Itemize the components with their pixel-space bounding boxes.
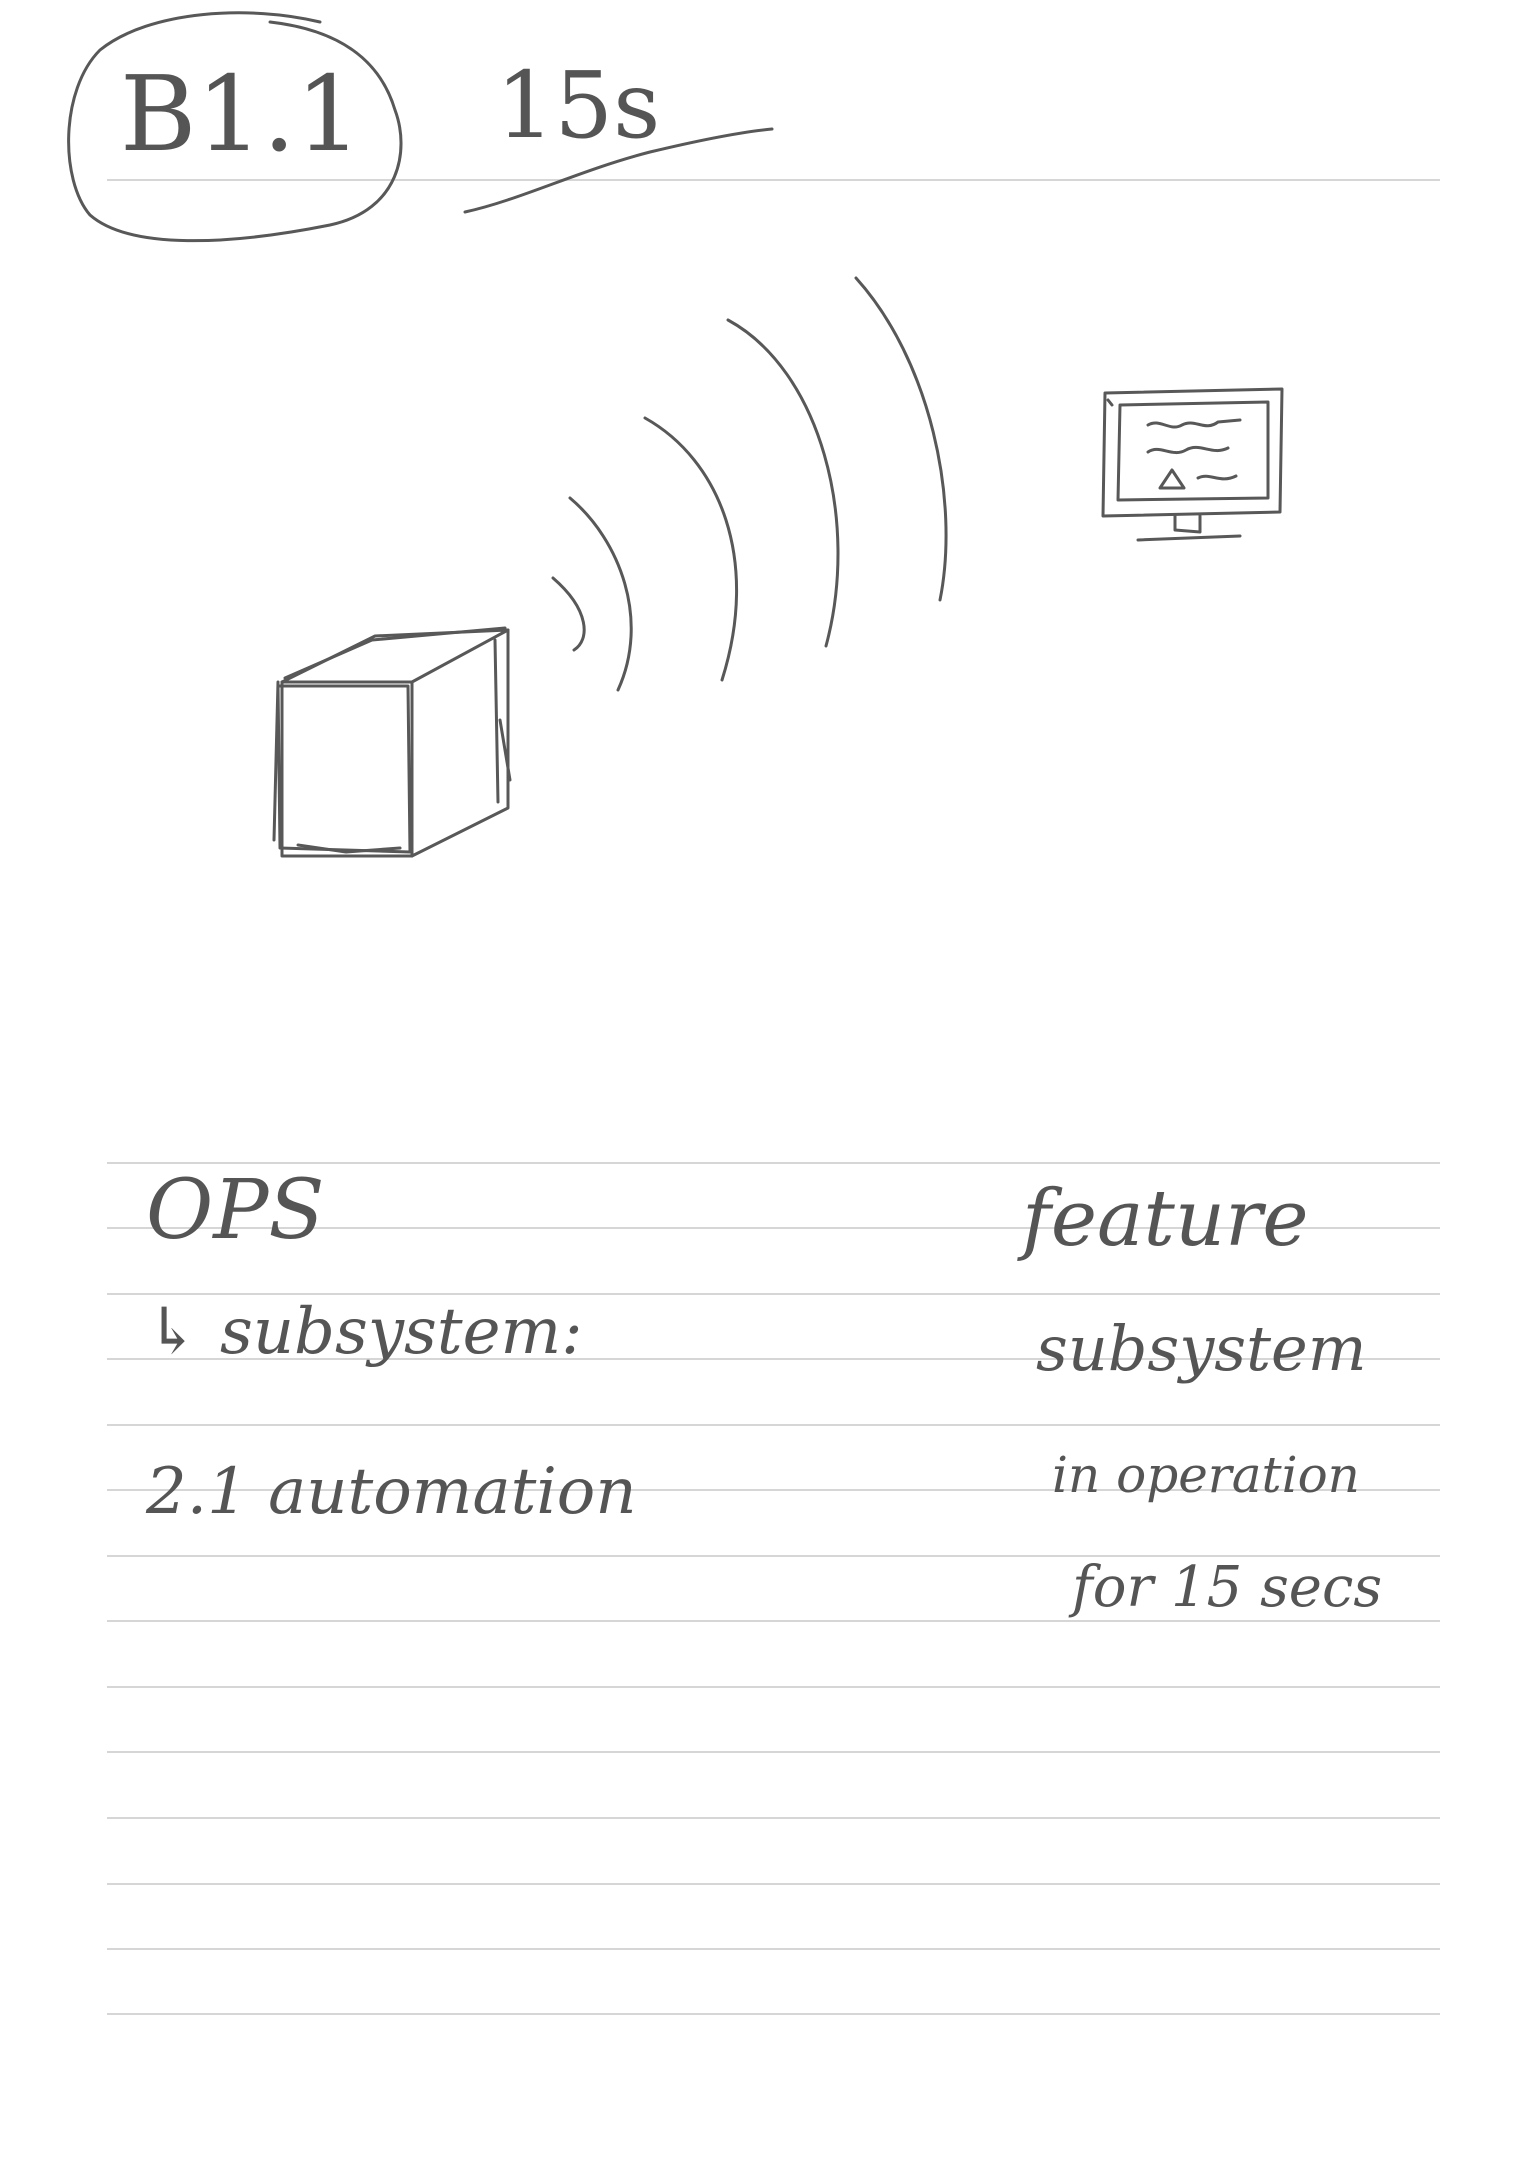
duration-label: 15s: [496, 52, 661, 159]
ruled-line: [107, 1817, 1440, 1819]
notes-right-line-3: in operation: [1052, 1446, 1360, 1504]
ruled-line: [107, 1424, 1440, 1426]
ruled-line: [107, 1686, 1440, 1688]
ruled-line: [107, 1293, 1440, 1295]
page-label: B1.1: [120, 53, 362, 175]
ruled-line: [107, 1555, 1440, 1557]
ruled-line: [107, 1751, 1440, 1753]
ruled-line: [107, 1358, 1440, 1360]
ruled-line: [107, 1948, 1440, 1950]
wireless-signal-arcs-icon: [551, 276, 948, 692]
ruled-line: [107, 1883, 1440, 1885]
label-circle: [67, 11, 403, 243]
notes-item: 2.1 automation: [146, 1455, 637, 1529]
ruled-line: [107, 1620, 1440, 1622]
notes-title: OPS: [146, 1163, 325, 1258]
duration-underline: [463, 127, 774, 214]
ruled-line: [107, 1227, 1440, 1229]
ruled-line: [107, 1489, 1440, 1491]
notes-subsystem: ↳ subsystem:: [146, 1295, 583, 1369]
notes-right-line-1: feature: [1022, 1174, 1309, 1264]
cube-device-icon: [272, 626, 512, 858]
ruled-line: [107, 179, 1440, 181]
ruled-line: [107, 1162, 1440, 1164]
ruled-line: [107, 2013, 1440, 2015]
monitor-icon: [1101, 387, 1284, 542]
notes-right-line-2: subsystem: [1036, 1312, 1367, 1385]
notes-right-line-4: for 15 secs: [1072, 1555, 1383, 1620]
